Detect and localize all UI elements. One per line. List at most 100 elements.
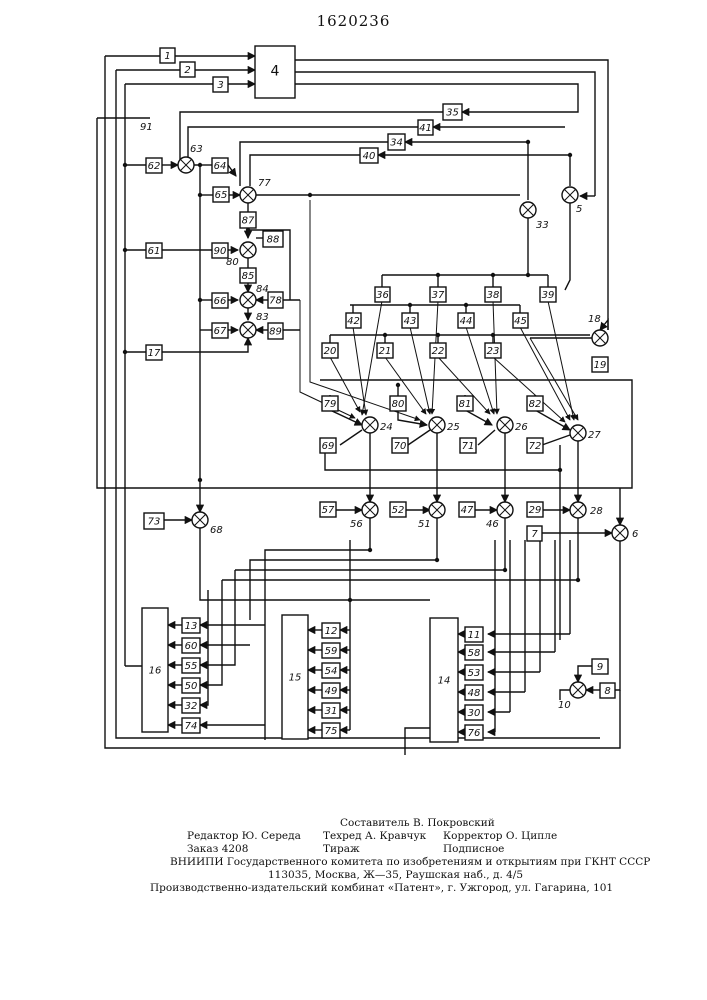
summer-label: 18 <box>588 314 601 325</box>
block-label: 17 <box>148 348 161 359</box>
block-1: 1 <box>160 48 175 63</box>
block-label: 82 <box>529 399 542 410</box>
block-29: 29 <box>527 502 543 517</box>
block-76: 76 <box>465 725 483 740</box>
summer-5: 5 <box>562 187 582 215</box>
block-label: 47 <box>461 505 474 516</box>
footer-corrector: Корректор О. Ципле <box>443 830 557 843</box>
block-38: 38 <box>485 287 501 302</box>
block-32: 32 <box>182 698 200 713</box>
block-label: 7 <box>531 529 538 540</box>
block-90: 90 <box>212 243 228 258</box>
junction-dot <box>568 153 572 157</box>
summer-27: 27 <box>570 425 601 441</box>
summer-label: 51 <box>418 519 431 530</box>
block-label: 60 <box>185 641 198 652</box>
block-label: 1 <box>164 51 170 62</box>
block-8: 8 <box>600 683 615 698</box>
block-label: 67 <box>214 326 227 337</box>
block-14: 14 <box>430 618 458 742</box>
block-22: 22 <box>430 343 446 358</box>
block-label: 69 <box>322 441 335 452</box>
summer-label: 46 <box>486 519 499 530</box>
summer-label: 68 <box>210 525 223 536</box>
block-label: 89 <box>269 327 282 338</box>
block-37: 37 <box>430 287 446 302</box>
junction-dot <box>491 273 495 277</box>
block-label: 85 <box>242 271 255 282</box>
block-label: 54 <box>325 666 338 677</box>
block-47: 47 <box>459 502 475 517</box>
summer-56: 56 <box>350 502 378 530</box>
block-label: 11 <box>468 630 481 641</box>
block-label: 59 <box>325 646 338 657</box>
block-45: 45 <box>513 313 528 328</box>
block-label: 79 <box>324 399 337 410</box>
block-40: 40 <box>360 148 378 163</box>
block-label: 30 <box>468 708 481 719</box>
block-label: 21 <box>379 346 392 357</box>
block-88: 88 <box>263 231 283 247</box>
block-79: 79 <box>322 396 338 411</box>
block-72: 72 <box>527 438 543 453</box>
block-71: 71 <box>460 438 476 453</box>
block-label: 39 <box>542 290 555 301</box>
block-label: 62 <box>148 161 161 172</box>
junction-dot <box>383 333 387 337</box>
block-label: 53 <box>468 668 481 679</box>
junction-dot <box>503 568 507 572</box>
block-58: 58 <box>465 645 483 660</box>
block-30: 30 <box>465 705 483 720</box>
block-4: 4 <box>255 46 295 98</box>
block-label: 65 <box>215 190 228 201</box>
summer-label: 25 <box>447 422 460 433</box>
junction-dot <box>435 558 439 562</box>
block-label: 76 <box>468 728 481 739</box>
footer-order: Заказ 4208 <box>187 843 248 856</box>
block-66: 66 <box>212 293 228 308</box>
block-75: 75 <box>322 723 340 738</box>
block-80: 80 <box>390 396 406 411</box>
block-15: 15 <box>282 615 308 739</box>
block-label: 9 <box>597 662 603 673</box>
block-label: 80 <box>392 399 405 410</box>
block-81: 81 <box>457 396 473 411</box>
block-39: 39 <box>540 287 556 302</box>
block-54: 54 <box>322 663 340 678</box>
block-label: 32 <box>185 701 198 712</box>
summer-label: 6 <box>632 529 638 540</box>
summer-84: 84 <box>240 284 269 308</box>
block-label: 58 <box>468 648 481 659</box>
block-label: 3 <box>217 80 223 91</box>
block-label: 61 <box>148 246 161 257</box>
block-label: 8 <box>604 686 610 697</box>
block-57: 57 <box>320 502 336 517</box>
junction-dot <box>246 228 250 232</box>
summer-46: 46 <box>486 502 513 530</box>
summer-label: 26 <box>515 422 528 433</box>
block-label: 29 <box>529 505 542 516</box>
block-label: 81 <box>459 399 472 410</box>
summer-label: 80 <box>226 257 239 268</box>
junction-dot <box>123 350 127 354</box>
summer-51: 51 <box>418 502 445 530</box>
block-23: 23 <box>485 343 501 358</box>
block-label: 64 <box>214 161 227 172</box>
junction-dot <box>526 273 530 277</box>
junction-dots <box>123 140 580 602</box>
block-11: 11 <box>465 627 483 642</box>
junction-dot <box>308 193 312 197</box>
summer-label: 10 <box>558 700 571 711</box>
block-89: 89 <box>268 323 283 339</box>
block-label: 49 <box>325 686 338 697</box>
block-42: 42 <box>346 313 361 328</box>
block-50: 50 <box>182 678 200 693</box>
block-label: 42 <box>347 316 360 327</box>
junction-dot <box>408 303 412 307</box>
footer-editor: Редактор Ю. Середа <box>187 830 301 843</box>
block-label: 87 <box>242 216 255 227</box>
summer-77: 77 <box>240 178 271 203</box>
junction-dot <box>348 598 352 602</box>
junction-dot <box>198 163 202 167</box>
summer-label: 28 <box>590 506 603 517</box>
